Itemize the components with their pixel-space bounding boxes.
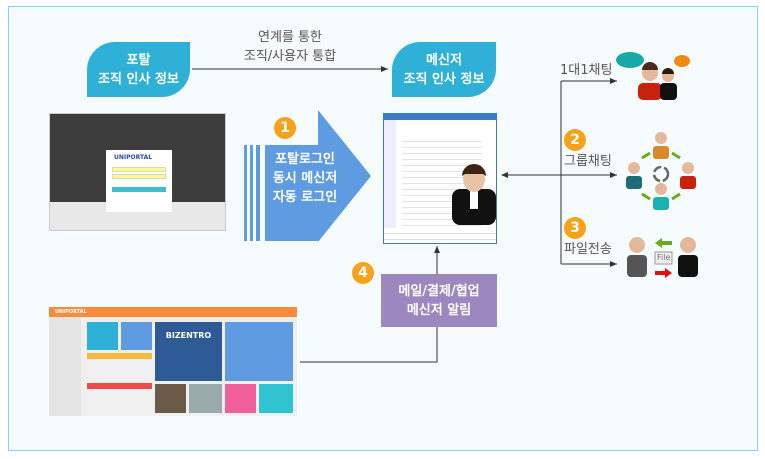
group-chat-icon	[626, 132, 696, 210]
label-line: 조직/사용자 통합	[243, 49, 337, 64]
label-line: 포탈	[126, 52, 151, 68]
label-line: 메신저	[426, 52, 462, 68]
label-line: 연계를 통한	[258, 30, 322, 45]
text-line: 메신저 알림	[406, 302, 472, 318]
step-badge-2: 2	[564, 129, 586, 151]
feature-label-file: 파일전송	[564, 242, 612, 257]
file-tag: File	[657, 253, 671, 262]
portal-login-screenshot: UNIPORTAL	[49, 113, 226, 231]
label-line: 조직 인사 정보	[403, 71, 485, 87]
notify-line	[300, 327, 438, 363]
step-badge-1: 1	[274, 117, 296, 139]
auto-login-arrow	[244, 110, 371, 242]
uniportal-logo: UNIPORTAL	[49, 307, 297, 317]
uniportal-logo: UNIPORTAL	[114, 154, 153, 161]
messenger-screenshot	[383, 113, 497, 244]
portal-org-info-label: 포탈 조직 인사 정보	[87, 42, 190, 97]
integration-label: 연계를 통한 조직/사용자 통합	[215, 28, 365, 66]
one-to-one-chat-icon	[616, 52, 690, 100]
feature-label-group: 그룹채팅	[564, 154, 612, 169]
user-avatar-icon	[452, 164, 496, 225]
notification-box: 메일/결제/협업 메신저 알림	[381, 274, 497, 327]
auto-login-text: 포탈로그인 동시 메신저 자동 로그인	[270, 150, 340, 207]
file-transfer-icon	[627, 237, 698, 278]
text-line: 포탈로그인	[275, 152, 335, 167]
bizentro-banner: BIZENTRO	[155, 322, 222, 381]
messenger-org-info-label: 메신저 조직 인사 정보	[392, 42, 496, 97]
step-badge-3: 3	[564, 217, 586, 239]
text-line: 자동 로그인	[272, 190, 338, 205]
feature-label-1to1: 1대1채팅	[560, 63, 613, 78]
step-badge-4: 4	[352, 262, 374, 284]
text-line: 메일/결제/협업	[398, 283, 480, 299]
text-line: 동시 메신저	[272, 171, 338, 186]
portal-main-screenshot: UNIPORTAL BIZENTRO	[49, 307, 297, 416]
label-line: 조직 인사 정보	[98, 71, 179, 87]
